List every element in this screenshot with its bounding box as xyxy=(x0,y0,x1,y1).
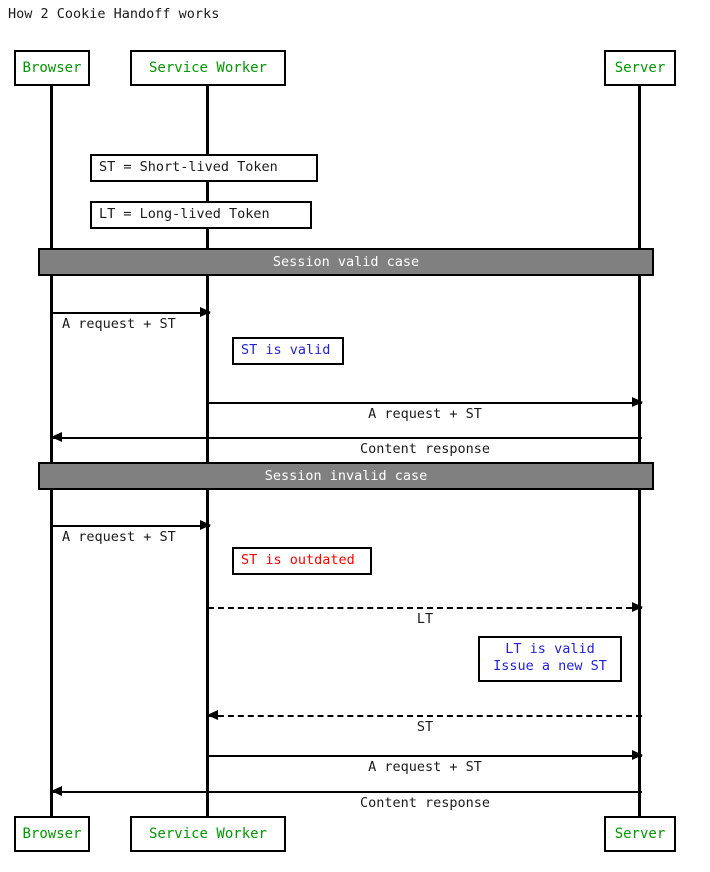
message-server-to-service-worker-st: ST xyxy=(207,710,642,739)
message-line xyxy=(52,437,642,439)
arrowhead-right-icon xyxy=(632,397,643,407)
message-server-to-browser-content-response-1: Content response xyxy=(51,432,642,461)
actor-box-server-top[interactable]: Server xyxy=(604,50,676,86)
message-browser-to-service-worker-request-st-2: A request + ST xyxy=(52,520,211,549)
note-st-is-outdated: ST is outdated xyxy=(232,547,372,575)
message-label: A request + ST xyxy=(368,405,482,422)
message-service-worker-to-server-lt: LT xyxy=(208,602,643,631)
page-title: How 2 Cookie Handoff works xyxy=(8,6,220,22)
message-label: A request + ST xyxy=(62,315,176,332)
arrowhead-right-icon xyxy=(200,520,211,530)
legend-note-long-lived-token: LT = Long-lived Token xyxy=(90,201,312,229)
message-label: LT xyxy=(416,610,434,627)
arrowhead-right-icon xyxy=(200,307,211,317)
legend-note-short-lived-token: ST = Short-lived Token xyxy=(90,154,318,182)
message-label: Content response xyxy=(359,440,491,457)
lifeline-server xyxy=(638,86,641,816)
message-browser-to-service-worker-request-st-1: A request + ST xyxy=(52,307,211,336)
message-line xyxy=(52,791,642,793)
arrowhead-right-icon xyxy=(632,750,643,760)
arrowhead-left-icon xyxy=(51,432,62,442)
message-label: A request + ST xyxy=(368,758,482,775)
message-label: A request + ST xyxy=(62,528,176,545)
actor-box-browser-top[interactable]: Browser xyxy=(14,50,90,86)
section-divider-session-invalid: Session invalid case xyxy=(38,462,654,490)
arrowhead-right-icon xyxy=(632,602,643,612)
message-line xyxy=(208,607,642,609)
actor-box-service-worker-top[interactable]: Service Worker xyxy=(130,50,286,86)
section-divider-session-valid: Session valid case xyxy=(38,248,654,276)
actor-box-server-bottom[interactable]: Server xyxy=(604,816,676,852)
arrowhead-left-icon xyxy=(207,710,218,720)
message-service-worker-to-server-request-st-2: A request + ST xyxy=(208,750,643,779)
message-label: ST xyxy=(416,718,434,735)
message-line xyxy=(52,525,210,527)
message-service-worker-to-server-request-st-1: A request + ST xyxy=(208,397,643,426)
arrowhead-left-icon xyxy=(51,786,62,796)
note-lt-is-valid-issue-new-st: LT is valid Issue a new ST xyxy=(478,636,622,682)
message-line xyxy=(208,715,642,717)
actor-box-browser-bottom[interactable]: Browser xyxy=(14,816,90,852)
actor-box-service-worker-bottom[interactable]: Service Worker xyxy=(130,816,286,852)
lifeline-browser xyxy=(50,86,53,816)
message-line xyxy=(208,402,642,404)
note-st-is-valid: ST is valid xyxy=(232,337,344,365)
message-line xyxy=(208,755,642,757)
message-label: Content response xyxy=(359,794,491,811)
message-line xyxy=(52,312,210,314)
message-server-to-browser-content-response-2: Content response xyxy=(51,786,642,815)
lifeline-service-worker xyxy=(206,86,209,816)
